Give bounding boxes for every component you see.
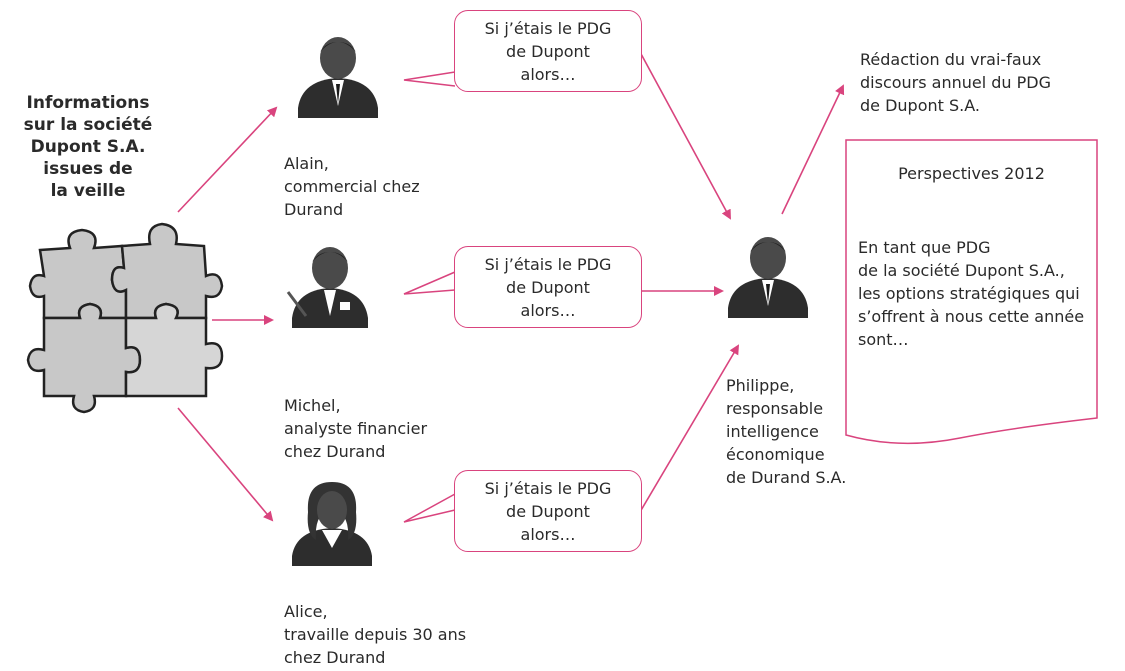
bubble-line: alors…	[520, 65, 576, 84]
caption-michel: Michel, analyste financier chez Durand	[284, 394, 427, 463]
redaction-label: Rédaction du vrai-faux discours annuel d…	[860, 48, 1051, 117]
caption-line: intelligence	[726, 422, 819, 441]
speech-bubble-michel: Si j’étais le PDG de Dupont alors…	[454, 246, 642, 328]
info-label: Informations sur la société Dupont S.A. …	[8, 92, 168, 202]
redaction-line: Rédaction du vrai-faux	[860, 50, 1042, 69]
caption-line: de Durand S.A.	[726, 468, 847, 487]
speech-bubble-alice: Si j’étais le PDG de Dupont alors…	[454, 470, 642, 552]
analyst-icon	[286, 247, 368, 328]
bubble-line: de Dupont	[506, 502, 590, 521]
caption-line: commercial chez	[284, 177, 420, 196]
document-line: s’offrent à nous cette année	[858, 307, 1085, 326]
caption-line: travaille depuis 30 ans	[284, 625, 467, 644]
arrow-philippe-to-redaction	[781, 84, 845, 215]
document-line: de la société Dupont S.A.,	[858, 261, 1065, 280]
info-line: Informations	[26, 93, 150, 113]
arrow-puzzle-to-alain	[177, 106, 278, 213]
arrow-alain-bubble-to-philippe	[639, 51, 731, 220]
bubble-line: de Dupont	[506, 42, 590, 61]
caption-line: chez Durand	[284, 442, 386, 461]
info-line: la veille	[50, 181, 126, 201]
caption-line: responsable	[726, 399, 824, 418]
caption-line: Michel,	[284, 396, 341, 415]
speech-bubble-alain: Si j’étais le PDG de Dupont alors…	[454, 10, 642, 92]
caption-line: Alain,	[284, 154, 329, 173]
bubble-tail-2	[403, 271, 456, 295]
businessman-icon	[298, 37, 378, 118]
manager-icon	[728, 237, 808, 318]
arrow-puzzle-to-alice	[177, 407, 274, 522]
bubble-line: Si j’étais le PDG	[484, 479, 612, 498]
redaction-line: de Dupont S.A.	[860, 96, 980, 115]
document-line: En tant que PDG	[858, 238, 991, 257]
caption-line: analyste financier	[284, 419, 428, 438]
document-line: sont…	[858, 330, 909, 349]
bubble-tail-1	[403, 71, 456, 87]
businesswoman-icon	[292, 482, 372, 566]
document-body: En tant que PDG de la société Dupont S.A…	[858, 236, 1092, 351]
bubble-tail-3	[403, 493, 456, 523]
document-shape	[845, 139, 1098, 445]
caption-line: économique	[726, 445, 825, 464]
bubble-line: Si j’étais le PDG	[484, 19, 612, 38]
caption-line: Durand	[284, 200, 344, 219]
document-title: Perspectives 2012	[898, 164, 1045, 183]
info-line: Dupont S.A.	[30, 137, 146, 157]
redaction-line: discours annuel du PDG	[860, 73, 1052, 92]
bubble-line: alors…	[520, 301, 576, 320]
caption-line: chez Durand	[284, 648, 386, 667]
caption-alice: Alice, travaille depuis 30 ans chez Dura…	[284, 600, 466, 669]
document-line: les options stratégiques qui	[858, 284, 1080, 303]
bubble-line: Si j’étais le PDG	[484, 255, 612, 274]
bubble-line: de Dupont	[506, 278, 590, 297]
caption-line: Philippe,	[726, 376, 795, 395]
caption-alain: Alain, commercial chez Durand	[284, 152, 420, 221]
caption-line: Alice,	[284, 602, 328, 621]
bubble-line: alors…	[520, 525, 576, 544]
caption-philippe: Philippe, responsable intelligence écono…	[726, 374, 846, 489]
info-line: sur la société	[23, 115, 153, 135]
puzzle-icon	[26, 222, 224, 414]
arrow-alice-bubble-to-philippe	[639, 344, 740, 513]
info-line: issues de	[43, 159, 133, 179]
